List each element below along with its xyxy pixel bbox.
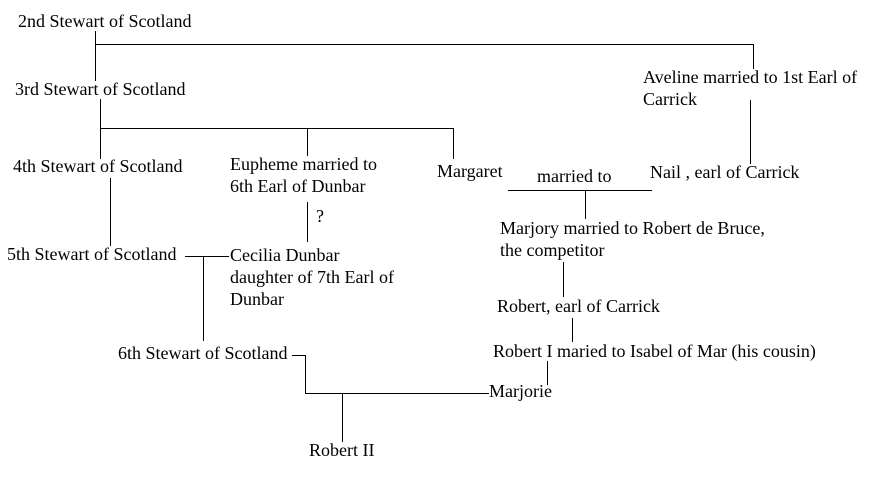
- node-cecilia: Cecilia Dunbar daughter of 7th Earl of D…: [230, 245, 394, 309]
- node-robert-earl-of-carrick: Robert, earl of Carrick: [497, 296, 660, 316]
- node-6th-stewart: 6th Stewart of Scotland: [118, 343, 288, 363]
- connector-aveline-to-nail-vertical: [750, 100, 751, 164]
- connector-marriage-to-marjory-vertical: [585, 190, 586, 219]
- connector-margaret-nail-marriage-horizontal: [508, 190, 652, 191]
- node-robert-i: Robert I maried to Isabel of Mar (his co…: [493, 341, 816, 361]
- node-eupheme: Eupheme married to 6th Earl of Dunbar: [230, 154, 377, 196]
- connector-6th-marjorie-marriage-horizontal: [305, 393, 489, 394]
- node-margaret: Margaret: [437, 161, 503, 181]
- connector-marjory-to-robert-earl-vertical: [563, 262, 564, 297]
- node-marjory: Marjory married to Robert de Bruce, the …: [500, 218, 765, 260]
- node-4th-stewart: 4th Stewart of Scotland: [13, 156, 183, 176]
- connector-5th-cecilia-marriage-horizontal: [185, 256, 229, 257]
- connector-6th-drop-vertical: [305, 355, 306, 393]
- node-marjorie: Marjorie: [489, 381, 552, 401]
- node-2nd-stewart: 2nd Stewart of Scotland: [18, 11, 192, 31]
- connector-2nd-to-3rd-vertical: [95, 31, 96, 81]
- connector-generation3-horizontal: [100, 128, 454, 129]
- connector-to-eupheme-vertical: [307, 128, 308, 156]
- connector-to-aveline-vertical: [753, 44, 754, 69]
- connector-robert-i-to-marjorie-vertical: [547, 361, 548, 385]
- connector-to-margaret-vertical: [453, 128, 454, 159]
- connector-generation2-horizontal: [95, 44, 754, 45]
- node-5th-stewart: 5th Stewart of Scotland: [7, 244, 177, 264]
- node-robert-ii: Robert II: [309, 440, 375, 460]
- node-nail: Nail , earl of Carrick: [650, 162, 800, 182]
- label-married-to: married to: [537, 166, 612, 186]
- connector-to-robert-ii-vertical: [342, 393, 343, 442]
- connector-6th-dash-horizontal: [292, 355, 306, 356]
- connector-robert-earl-to-robert-i-vertical: [572, 318, 573, 342]
- label-uncertain-question-mark: ?: [316, 206, 324, 226]
- connector-eupheme-to-cecilia-vertical: [307, 202, 308, 242]
- node-aveline: Aveline married to 1st Earl of Carrick: [643, 67, 858, 109]
- connector-4th-to-5th-vertical: [110, 178, 111, 246]
- connector-marriage-to-6th-vertical: [203, 256, 204, 341]
- node-3rd-stewart: 3rd Stewart of Scotland: [15, 79, 186, 99]
- connector-3rd-to-4th-vertical: [100, 99, 101, 159]
